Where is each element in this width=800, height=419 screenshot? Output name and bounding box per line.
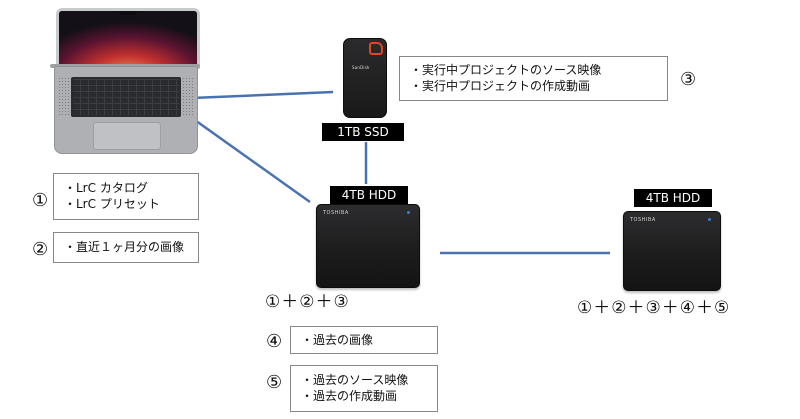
hdd-icon: TOSHIBA bbox=[316, 204, 420, 288]
keys bbox=[73, 79, 179, 115]
hdd-led bbox=[708, 218, 711, 221]
ssd-label: 1TB SSD bbox=[322, 123, 404, 141]
hdd-icon: TOSHIBA bbox=[623, 211, 721, 291]
hdd-backup-label: 4TB HDD bbox=[634, 189, 712, 207]
hdd-group5-item: ・過去の作成動画 bbox=[301, 389, 398, 403]
hdd-brand: TOSHIBA bbox=[630, 217, 656, 223]
hdd-backup-contents: ①＋②＋③＋④＋⑤ bbox=[577, 298, 731, 318]
camera-notch bbox=[119, 11, 137, 15]
ssd-item: ・実行中プロジェクトの作成動画 bbox=[410, 79, 591, 93]
hdd-group4-marker: ④ bbox=[266, 331, 283, 352]
hdd-group5-item: ・過去のソース映像 bbox=[301, 373, 409, 387]
hdd-brand: TOSHIBA bbox=[323, 210, 349, 216]
hdd-led bbox=[407, 211, 410, 214]
ssd-carabiner-loop bbox=[369, 42, 383, 55]
ssd-icon: SanDisk bbox=[343, 38, 387, 118]
laptop-base bbox=[54, 66, 198, 154]
ssd-item: ・実行中プロジェクトのソース映像 bbox=[410, 63, 602, 77]
hdd-group4-box: ・過去の画像 bbox=[290, 326, 438, 354]
laptop-screen bbox=[56, 8, 200, 69]
laptop-group2-marker: ② bbox=[32, 239, 49, 260]
keyboard bbox=[71, 77, 181, 117]
wallpaper bbox=[59, 11, 197, 69]
ssd-contents-box: ・実行中プロジェクトのソース映像 ・実行中プロジェクトの作成動画 bbox=[399, 56, 668, 101]
trackpad bbox=[93, 122, 161, 150]
hdd-group4-item: ・過去の画像 bbox=[301, 333, 374, 347]
laptop-group2-box: ・直近１ヶ月分の画像 bbox=[53, 232, 199, 263]
laptop-group1-item: ・LrC プリセット bbox=[64, 197, 160, 211]
hdd-group5-box: ・過去のソース映像 ・過去の作成動画 bbox=[290, 365, 438, 412]
line-laptop-ssd bbox=[191, 90, 334, 100]
laptop-group1-item: ・LrC カタログ bbox=[64, 181, 148, 195]
hdd-main-label: 4TB HDD bbox=[330, 186, 408, 204]
laptop-group2-item: ・直近１ヶ月分の画像 bbox=[64, 240, 185, 254]
speaker-left bbox=[58, 77, 70, 117]
hdd-main-contents: ①＋②＋③ bbox=[265, 292, 350, 312]
laptop-group1-box: ・LrC カタログ ・LrC プリセット bbox=[53, 173, 199, 220]
ssd-brand: SanDisk bbox=[352, 65, 370, 70]
ssd-marker: ③ bbox=[680, 69, 697, 90]
speaker-right bbox=[182, 77, 194, 117]
line-laptop-hdd bbox=[191, 116, 311, 204]
hdd-group5-marker: ⑤ bbox=[266, 372, 283, 393]
laptop-group1-marker: ① bbox=[32, 190, 49, 211]
